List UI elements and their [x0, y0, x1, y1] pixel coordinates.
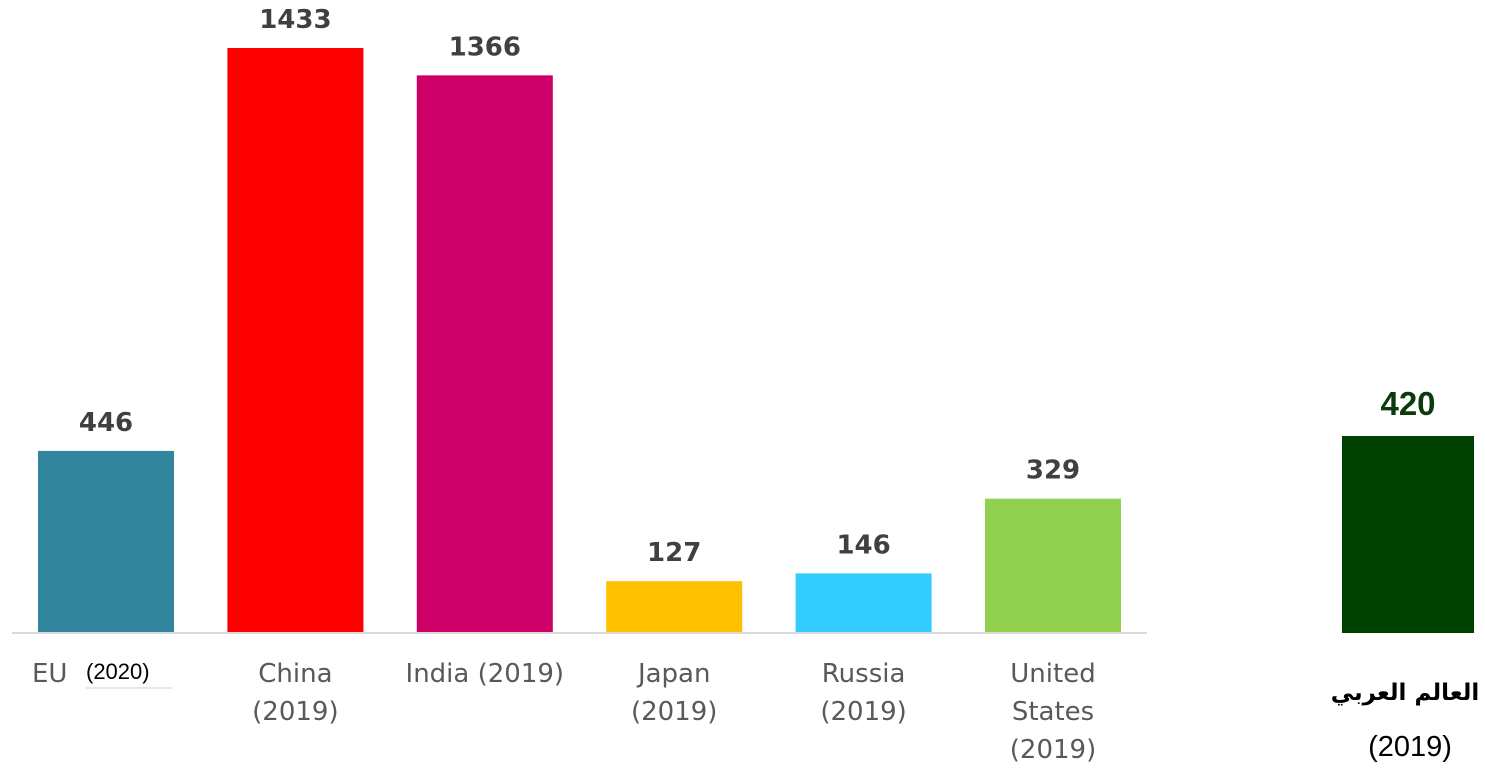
value-label-usa: 329 — [1026, 456, 1080, 486]
category-label-eu: EU — [32, 659, 67, 689]
value-label-china: 1433 — [259, 5, 331, 35]
category-year-eu: (2020) — [86, 659, 150, 684]
category-label-usa-line3: (2019) — [1010, 735, 1096, 765]
category-label-russia-line2: (2019) — [820, 697, 906, 727]
category-label-japan-line1: Japan — [636, 659, 711, 689]
category-label-china-line2: (2019) — [252, 697, 338, 727]
category-label-china-line1: China — [258, 659, 332, 689]
category-label-japan-line2: (2019) — [631, 697, 717, 727]
bar-usa — [985, 498, 1121, 633]
value-label-india: 1366 — [449, 32, 521, 62]
bar-china — [227, 48, 364, 633]
category-label-russia-line1: Russia — [822, 659, 906, 689]
category-label-arab-world: العالم العربي — [1331, 680, 1480, 706]
category-year-arab-world: (2019) — [1368, 731, 1452, 763]
category-label-india-line1: India (2019) — [406, 659, 565, 689]
bar-eu — [38, 450, 174, 633]
category-label-usa-line2: States — [1012, 697, 1094, 727]
bars-layer — [38, 48, 1474, 634]
bar-japan — [606, 581, 743, 633]
value-label-arab-world: 420 — [1380, 385, 1435, 422]
bar-russia — [795, 573, 932, 633]
value-label-eu: 446 — [79, 408, 133, 438]
value-label-japan: 127 — [647, 538, 701, 568]
bar-arab-world — [1342, 436, 1474, 633]
value-label-russia: 146 — [836, 530, 890, 560]
bar-india — [416, 75, 553, 634]
category-label-usa-line1: United — [1010, 659, 1095, 689]
